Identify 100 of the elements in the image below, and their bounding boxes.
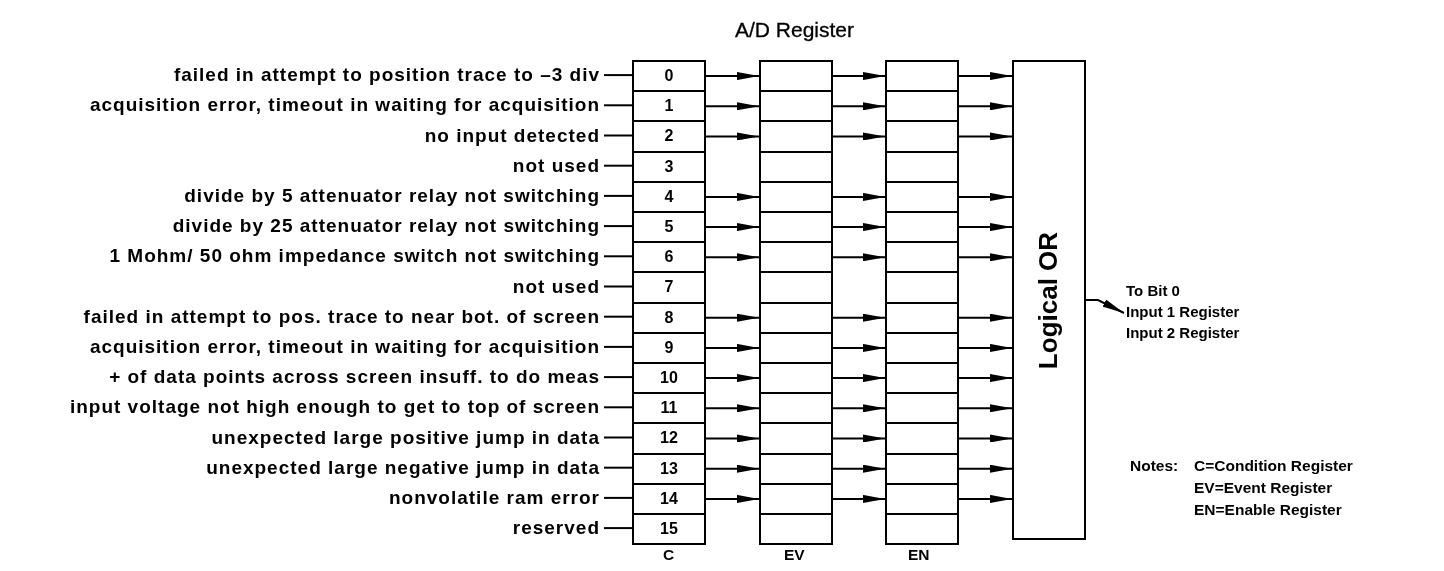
arrow [958,464,1013,473]
condition-label: divide by 25 attenuator relay not switching [172,215,600,238]
arrow [832,464,886,473]
arrow [705,102,760,111]
connector-line [603,466,633,469]
register-cell [759,362,833,395]
arrow [958,253,1013,262]
register-cell [885,180,959,213]
bit-cell: 11 [632,392,706,425]
condition-label: failed in attempt to pos. trace to near bot. of screen [83,305,600,328]
condition-label: input voltage not high enough to get to top of screen [69,396,600,419]
connector-line [603,315,633,318]
arrow [705,253,760,262]
arrow [832,374,886,383]
condition-label: acquisition error, timeout in waiting for acquisition [89,94,600,117]
connector-line [603,225,633,228]
arrow [958,404,1013,413]
arrow [832,192,886,201]
register-cell [885,60,959,93]
bit-cell: 8 [632,301,706,334]
notes-heading: Notes: [1130,457,1179,475]
arrow [958,72,1013,81]
register-cell [885,452,959,485]
bit-cell: 14 [632,482,706,515]
register-cell [759,90,833,123]
connector-line [603,194,633,197]
register-cell [759,241,833,274]
condition-label: acquisition error, timeout in waiting for acquisition [89,335,600,358]
connector-line [603,104,633,107]
condition-label: nonvolatile ram error [388,486,600,509]
note-text: C=Condition Register [1194,457,1353,475]
bit-cell: 6 [632,241,706,274]
arrow [705,72,760,81]
condition-label: unexpected large negative jump in data [206,456,600,479]
diagram-title: A/D Register [735,18,855,42]
register-cell [759,331,833,364]
register-cell [759,392,833,425]
connector-line [603,134,633,137]
condition-label: + of data points across screen insuff. to do meas [109,366,600,389]
register-cell [885,362,959,395]
bit-cell: 12 [632,422,706,455]
arrow [705,343,760,352]
register-cell [759,452,833,485]
arrow [958,494,1013,503]
bit-cell: 0 [632,60,706,93]
condition-label: no input detected [424,124,600,147]
note-text: EV=Event Register [1194,479,1333,497]
register-cell [885,90,959,123]
register-cell [885,331,959,364]
register-cell [759,271,833,304]
condition-label: failed in attempt to position trace to –3 div [173,64,600,87]
condition-label: 1 Mohm/ 50 ohm impedance switch not switching [109,245,600,268]
condition-label: not used [512,275,600,298]
arrow [832,223,886,232]
arrow [832,102,886,111]
register-cell [759,422,833,455]
arrow [1085,299,1125,314]
register-cell [759,180,833,213]
arrow [832,494,886,503]
arrow [958,132,1013,141]
arrow [958,192,1013,201]
bit-cell: 2 [632,120,706,153]
register-cell [759,120,833,153]
arrow [705,192,760,201]
arrow [832,404,886,413]
column-label: EN [908,546,930,564]
connector-line [603,406,633,409]
arrow [958,223,1013,232]
connector-line [603,285,633,288]
register-cell [759,211,833,244]
connector-line [603,345,633,348]
register-cell [885,422,959,455]
arrow [705,374,760,383]
arrow [832,313,886,322]
bit-cell: 9 [632,331,706,364]
connector-line [603,436,633,439]
register-cell [885,150,959,183]
register-cell [759,301,833,334]
bit-cell: 7 [632,271,706,304]
output-label: To Bit 0 [1126,281,1181,301]
arrow [832,343,886,352]
arrow [958,102,1013,111]
arrow [705,464,760,473]
register-cell [885,120,959,153]
condition-label: not used [512,154,600,177]
output-label: Input 2 Register [1126,323,1240,343]
arrow [958,343,1013,352]
arrow [958,374,1013,383]
arrow [705,223,760,232]
register-cell [759,60,833,93]
register-cell [885,211,959,244]
connector-line [603,376,633,379]
connector-line [603,74,633,77]
column-label: C [663,546,675,564]
logic-label: Logical OR [1033,231,1065,369]
arrow [832,253,886,262]
arrow [958,313,1013,322]
register-cell [885,241,959,274]
arrow [705,313,760,322]
bit-cell: 10 [632,362,706,395]
